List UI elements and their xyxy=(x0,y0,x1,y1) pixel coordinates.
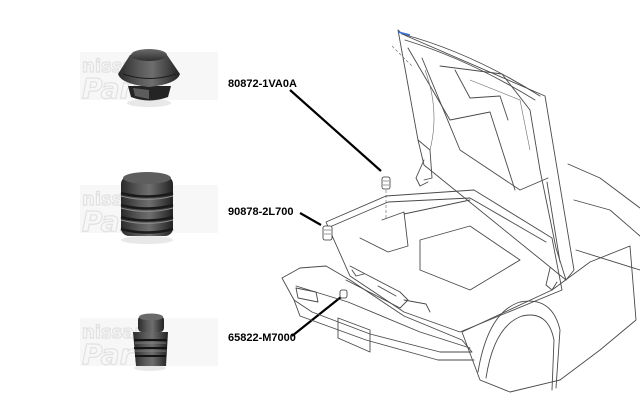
windshield xyxy=(567,163,640,209)
part-image-90878-2L700 xyxy=(120,172,174,244)
part-number-label-3: 65822-M7000 xyxy=(228,332,296,344)
part-image-80872-1VA0A xyxy=(118,49,180,107)
leader-line-1 xyxy=(289,89,382,172)
leader-line-2 xyxy=(299,212,322,226)
hood-panel xyxy=(397,29,575,281)
front-fender xyxy=(461,245,637,393)
engine-bay-outline xyxy=(325,189,563,333)
part-number-label-2: 90878-2L700 xyxy=(228,206,293,218)
bumper-location-1 xyxy=(381,176,391,190)
part-image-65822-M7000 xyxy=(133,313,168,371)
car-front-drawing xyxy=(281,29,640,393)
part-number-label-1: 80872-1VA0A xyxy=(228,78,297,90)
leader-line-3 xyxy=(291,296,342,337)
bumper-location-3 xyxy=(339,289,348,299)
license-plate-recess xyxy=(337,317,371,353)
watermark-line1: nissan xyxy=(82,322,147,343)
wheel-arch xyxy=(477,300,561,389)
bumper-location-2 xyxy=(322,225,333,241)
tire xyxy=(485,314,555,391)
